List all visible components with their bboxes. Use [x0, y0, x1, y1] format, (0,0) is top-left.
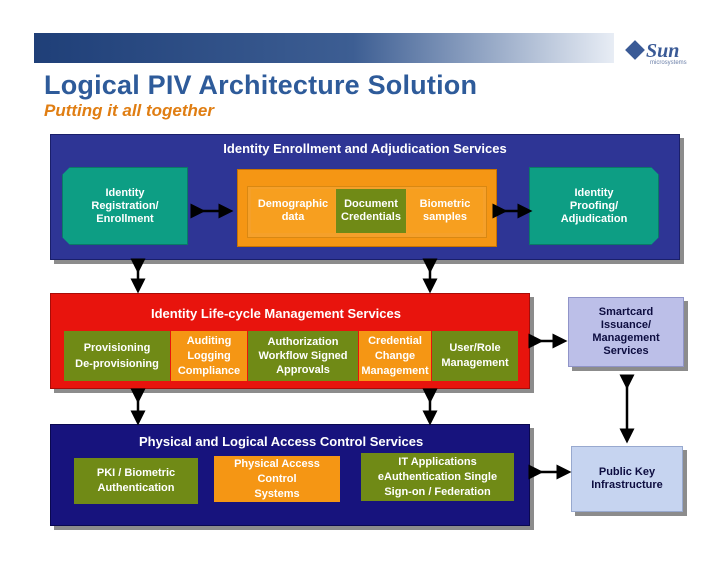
physical-access-box: Physical Access Control Systems	[214, 456, 340, 502]
sun-logo-subtext: microsystems	[650, 60, 687, 66]
access-control-panel-title: Physical and Logical Access Control Serv…	[139, 434, 424, 449]
biometric-samples-box: Biometric samples	[407, 189, 483, 233]
demographic-data-box: Demographic data	[251, 189, 335, 233]
page-subtitle: Putting it all together	[44, 101, 214, 120]
public-key-infrastructure-box: Public Key Infrastructure	[571, 446, 683, 512]
header-bar	[34, 33, 614, 63]
enrollment-panel-title: Identity Enrollment and Adjudication Ser…	[223, 141, 507, 156]
smartcard-box: Smartcard Issuance/ Management Services	[568, 297, 684, 367]
pki-biometric-box: PKI / Biometric Authentication	[74, 458, 198, 504]
identity-registration-box: Identity Registration/ Enrollment	[62, 167, 188, 245]
document-credentials-box: Document Credentials	[336, 189, 406, 233]
user-role-box: User/Role Management	[432, 331, 518, 381]
auditing-box: Auditing Logging Compliance	[171, 331, 247, 381]
page-title: Logical PIV Architecture Solution	[44, 70, 478, 100]
authorization-box: Authorization Workflow Signed Approvals	[248, 331, 358, 381]
lifecycle-panel-title: Identity Life-cycle Management Services	[151, 306, 401, 321]
identity-proofing-box: Identity Proofing/ Adjudication	[529, 167, 659, 245]
credential-change-box: Credential Change Management	[359, 331, 431, 381]
it-applications-box: IT Applications eAuthentication Single S…	[361, 453, 514, 501]
provisioning-box: Provisioning De-provisioning	[64, 331, 170, 381]
sun-logo-text: Sun	[646, 40, 680, 62]
sun-logo: Sun microsystems	[625, 40, 687, 66]
